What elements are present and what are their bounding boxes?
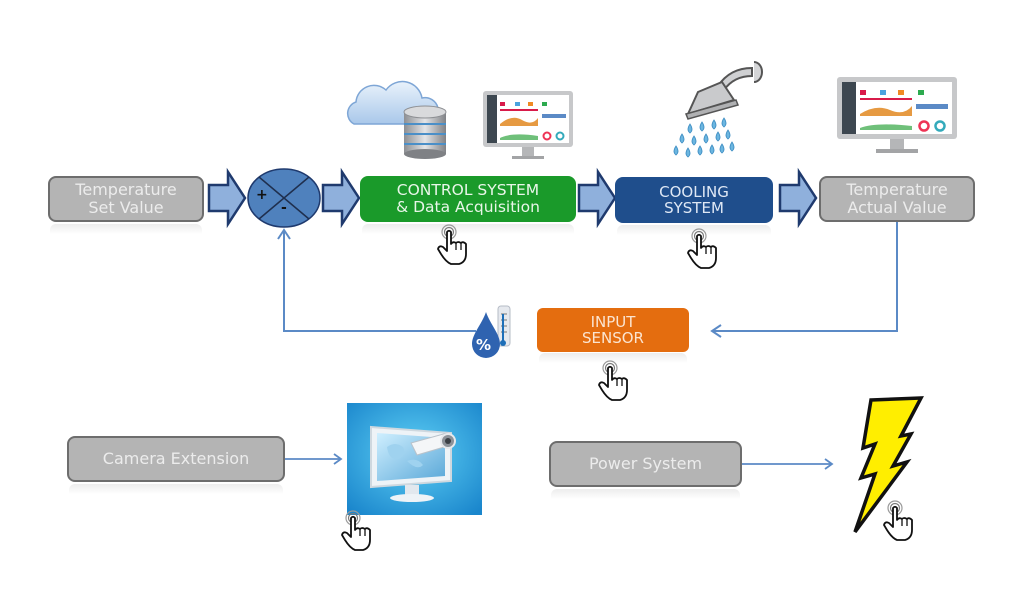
camera-connector-arrow xyxy=(285,453,343,465)
camera-extension-label: Camera Extension xyxy=(102,449,250,469)
hand-pointer-icon-input-sensor[interactable] xyxy=(597,360,631,404)
dashboard-monitor-icon-2 xyxy=(837,77,957,153)
security-camera-monitor-icon xyxy=(347,403,482,515)
hand-pointer-icon-cooling-system[interactable] xyxy=(686,228,720,272)
hand-pointer-icon-control-system[interactable] xyxy=(436,224,470,268)
control-system-line2: & Data Acquisition xyxy=(396,198,540,216)
power-system-label: Power System xyxy=(588,454,703,474)
flow-arrow-2 xyxy=(321,167,361,229)
flow-arrow-3 xyxy=(577,167,617,229)
humidity-percent-symbol: % xyxy=(476,336,492,354)
cooling-system-box[interactable]: COOLING SYSTEM xyxy=(615,177,773,223)
comparator-summing-junction xyxy=(247,168,321,228)
set-value-reflection xyxy=(50,224,202,234)
temperature-set-value-box[interactable]: Temperature Set Value xyxy=(48,176,204,222)
control-system-box[interactable]: CONTROL SYSTEM & Data Acquisition xyxy=(360,176,576,222)
control-system-line1: CONTROL SYSTEM xyxy=(396,180,540,199)
shower-head-icon xyxy=(673,61,763,158)
cooling-system-reflection xyxy=(617,225,771,235)
actual-value-line1: Temperature xyxy=(846,180,948,200)
set-value-line2: Set Value xyxy=(88,198,164,217)
input-sensor-reflection xyxy=(539,353,687,363)
power-connector-arrow xyxy=(742,458,834,470)
comparator-minus-sign: - xyxy=(281,200,287,216)
set-value-line1: Temperature xyxy=(75,180,177,200)
input-sensor-line2: SENSOR xyxy=(582,329,644,347)
hand-pointer-icon-camera[interactable] xyxy=(340,510,374,554)
humidity-thermometer-icon xyxy=(472,305,511,358)
cloud-database-icon xyxy=(346,80,447,159)
input-sensor-box[interactable]: INPUT SENSOR xyxy=(537,308,689,352)
flow-arrow-4 xyxy=(778,167,818,229)
cooling-system-line1: COOLING xyxy=(659,182,729,201)
temperature-actual-value-box[interactable]: Temperature Actual Value xyxy=(819,176,975,222)
comparator-plus-sign: + xyxy=(256,187,268,203)
hand-pointer-icon-power[interactable] xyxy=(882,500,916,544)
actual-value-line2: Actual Value xyxy=(847,198,947,217)
cooling-system-line2: SYSTEM xyxy=(664,199,724,217)
power-system-box[interactable]: Power System xyxy=(549,441,742,487)
camera-extension-reflection xyxy=(69,484,283,494)
camera-extension-box[interactable]: Camera Extension xyxy=(67,436,285,482)
lightning-bolt-icon xyxy=(853,396,924,534)
flow-arrow-1 xyxy=(207,167,247,229)
dashboard-monitor-icon xyxy=(483,91,573,159)
power-system-reflection xyxy=(551,489,740,499)
control-system-reflection xyxy=(362,224,574,234)
input-sensor-line1: INPUT xyxy=(590,312,636,331)
